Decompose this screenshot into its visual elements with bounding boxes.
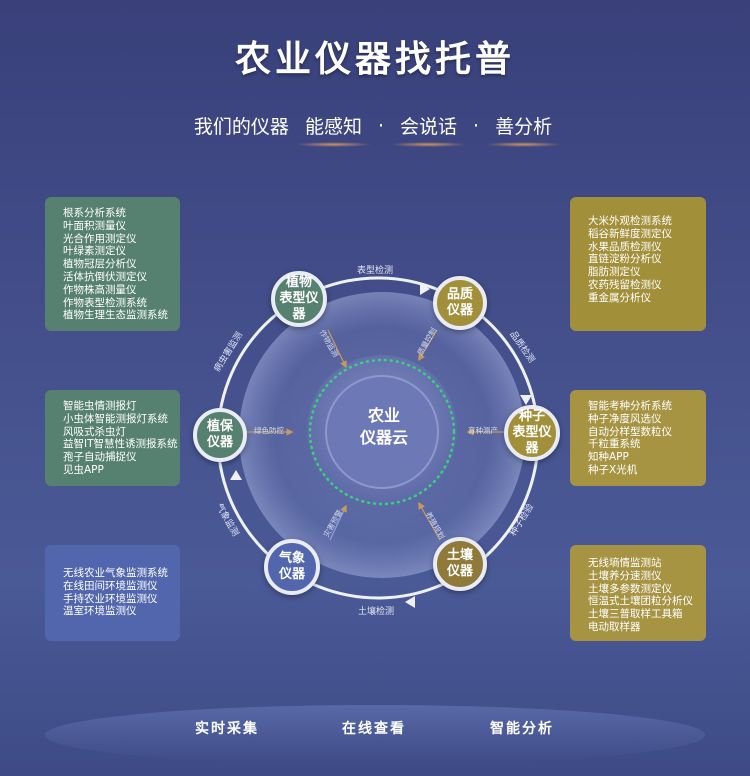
list-item: 叶面积测量仪 bbox=[63, 219, 126, 232]
list-item: 恒温式土壤团粒分析仪 bbox=[588, 595, 693, 608]
list-item: 稻谷新鲜度测定仪 bbox=[588, 227, 672, 240]
spoke-arrow bbox=[418, 329, 438, 362]
node-label: 仪器 bbox=[278, 567, 305, 582]
slogan-online: 在线查看 bbox=[342, 721, 406, 737]
list-item: 风吸式杀虫灯 bbox=[63, 425, 126, 438]
list-item: 光合作用测定仪 bbox=[63, 232, 137, 245]
list-item: 智能虫情测报灯 bbox=[63, 400, 137, 412]
list-item: 叶绿素测定仪 bbox=[63, 245, 126, 258]
list-item: 孢子自动捕捉仪 bbox=[63, 451, 137, 464]
list-item: 农药残留检测仪 bbox=[588, 278, 662, 291]
seed-instrument-list: 智能考种分析系统 种子净度风选仪 自动分样型数粒仪 千粒重系统 知种APP 种子… bbox=[570, 390, 706, 486]
ring-arrow bbox=[230, 470, 242, 480]
list-item: 电动取样器 bbox=[588, 620, 641, 633]
node-label: 植保 bbox=[206, 419, 233, 434]
node-label: 植物 bbox=[285, 275, 312, 290]
node-plant-phenotype[interactable]: 植物 表型仪器 bbox=[271, 271, 327, 327]
list-item: 种子X光机 bbox=[588, 463, 638, 476]
node-label: 气象 bbox=[278, 551, 305, 566]
ring-arrow bbox=[420, 283, 430, 295]
node-label: 仪器 bbox=[446, 303, 473, 318]
feature-perceive: 能感知 bbox=[294, 112, 372, 147]
list-item: 直链淀粉分析仪 bbox=[588, 253, 662, 266]
subtitle-lead: 我们的仪器 bbox=[193, 116, 289, 138]
list-item: 作物表型检测系统 bbox=[63, 296, 147, 309]
list-item: 在线田间环境监测仪 bbox=[63, 579, 158, 592]
feature-analyze: 善分析 bbox=[485, 112, 563, 147]
list-item: 活体抗倒伏测定仪 bbox=[63, 270, 147, 283]
plant-instrument-list: 根系分析系统 叶面积测量仪 光合作用测定仪 叶绿素测定仪 植物冠层分析仪 活体抗… bbox=[45, 197, 180, 331]
list-item: 自动分样型数粒仪 bbox=[588, 425, 672, 438]
node-plant-protection[interactable]: 植保 仪器 bbox=[193, 408, 247, 462]
list-item: 重金属分析仪 bbox=[588, 291, 651, 304]
list-item: 种子净度风选仪 bbox=[588, 412, 662, 425]
center-line2: 仪器云 bbox=[359, 428, 408, 447]
list-item: 植物冠层分析仪 bbox=[63, 258, 137, 271]
list-item: 小虫体智能测报灯系统 bbox=[63, 412, 168, 425]
ring-arrow bbox=[520, 395, 532, 405]
slogan-realtime: 实时采集 bbox=[195, 721, 259, 737]
node-label: 表型仪器 bbox=[279, 291, 319, 322]
list-item: 大米外观检测系统 bbox=[588, 215, 672, 227]
list-item: 益智IT智慧性诱测报系统 bbox=[63, 438, 178, 451]
ring-arrow bbox=[405, 596, 415, 608]
list-item: 智能考种分析系统 bbox=[588, 400, 672, 412]
subtitle-dot: · bbox=[473, 114, 480, 137]
center-line1: 农业 bbox=[367, 406, 400, 425]
list-item: 无线农业气象监测系统 bbox=[63, 567, 168, 579]
list-item: 土壤三普取样工具箱 bbox=[588, 608, 683, 621]
node-seed-phenotype[interactable]: 种子 表型仪器 bbox=[504, 405, 560, 461]
list-item: 千粒重系统 bbox=[588, 438, 641, 451]
list-item: 植物生理生态监测系统 bbox=[63, 309, 168, 322]
weather-instrument-list: 无线农业气象监测系统 在线田间环境监测仪 手持农业环境监测仪 温室环境监测仪 bbox=[45, 545, 180, 641]
subtitle-dot: · bbox=[377, 114, 384, 137]
soil-instrument-list: 无线墒情监测站 土壤养分速测仪 土壤多参数测定仪 恒温式土壤团粒分析仪 土壤三普… bbox=[570, 545, 706, 641]
core-disc bbox=[325, 375, 439, 489]
feature-speak: 会说话 bbox=[389, 112, 468, 147]
list-item: 温室环境监测仪 bbox=[63, 605, 137, 618]
list-item: 水果品质检测仪 bbox=[588, 240, 662, 253]
protect-instrument-list: 智能虫情测报灯 小虫体智能测报灯系统 风吸式杀虫灯 益智IT智慧性诱测报系统 孢… bbox=[45, 390, 180, 486]
list-item: 脂肪测定仪 bbox=[588, 266, 641, 279]
ring-label-soil: 土壤检测 bbox=[358, 607, 395, 617]
node-label: 仪器 bbox=[206, 435, 233, 450]
spoke-arrow bbox=[418, 501, 441, 541]
list-item: 手持农业环境监测仪 bbox=[63, 592, 158, 605]
ring-label-phenotype: 表型检测 bbox=[357, 266, 394, 276]
dotted-ring bbox=[308, 358, 456, 506]
list-item: 见虫APP bbox=[63, 463, 104, 476]
inner-label-breeding: 育种测产 bbox=[468, 426, 498, 435]
page-title: 农业仪器找托普 bbox=[234, 39, 515, 80]
spoke-arrow bbox=[329, 504, 347, 541]
list-item: 知种APP bbox=[588, 451, 629, 464]
spoke-arrow bbox=[327, 329, 347, 369]
node-weather[interactable]: 气象 仪器 bbox=[264, 539, 320, 595]
node-label: 表型仪器 bbox=[512, 425, 552, 456]
list-item: 根系分析系统 bbox=[63, 207, 126, 219]
node-quality[interactable]: 品质 仪器 bbox=[433, 276, 487, 330]
quality-instrument-list: 大米外观检测系统 稻谷新鲜度测定仪 水果品质检测仪 直链淀粉分析仪 脂肪测定仪 … bbox=[570, 197, 706, 331]
subtitle: 我们的仪器 能感知 · 会说话 · 善分析 bbox=[0, 112, 750, 147]
list-item: 土壤养分速测仪 bbox=[588, 569, 662, 582]
slogan-analysis: 智能分析 bbox=[490, 721, 554, 737]
list-item: 作物株高测量仪 bbox=[63, 283, 137, 296]
list-item: 无线墒情监测站 bbox=[588, 557, 662, 569]
node-label: 品质 bbox=[446, 287, 473, 302]
node-label: 土壤 bbox=[446, 548, 473, 563]
node-soil[interactable]: 土壤 仪器 bbox=[433, 537, 487, 591]
list-item: 土壤多参数测定仪 bbox=[588, 582, 672, 595]
agri-cloud-center[interactable]: 农业 仪器云 bbox=[339, 405, 429, 461]
inner-label-control: 绿色防控 bbox=[254, 426, 284, 435]
node-label: 种子 bbox=[518, 409, 545, 424]
floor-glow bbox=[45, 705, 705, 765]
node-label: 仪器 bbox=[446, 564, 473, 579]
